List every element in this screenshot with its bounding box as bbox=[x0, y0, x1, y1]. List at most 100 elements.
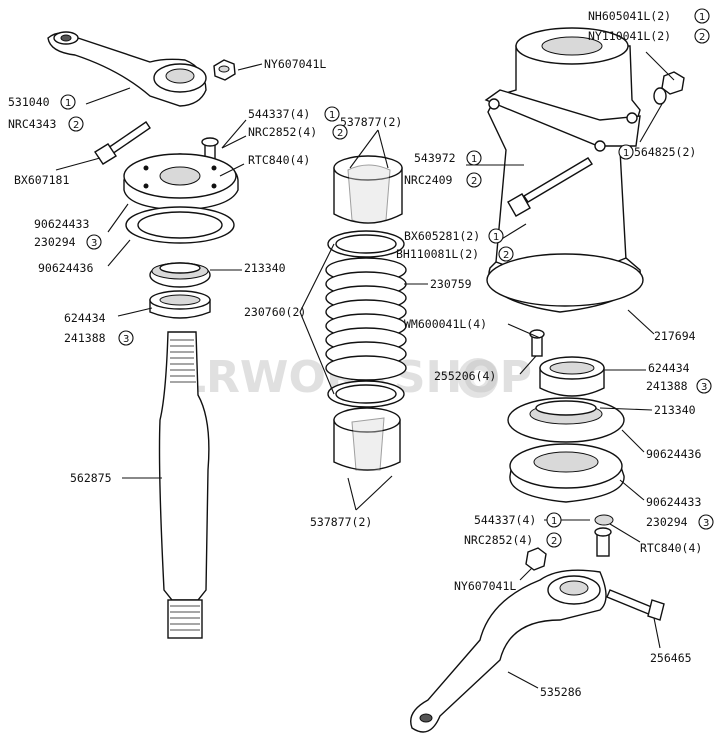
label-255206: 255206(4) bbox=[434, 369, 496, 383]
washer-middle-bottom bbox=[327, 380, 405, 408]
label-217694: 217694 bbox=[654, 329, 696, 343]
svg-text:3: 3 bbox=[703, 518, 709, 529]
label-nh605041l: NH605041L(2) bbox=[588, 9, 671, 23]
leader-lines bbox=[55, 51, 675, 689]
circle-3-241388-right: 3 bbox=[696, 378, 712, 394]
svg-text:1: 1 bbox=[623, 148, 629, 159]
label-bx605281: BX605281(2) bbox=[404, 229, 480, 243]
bolt-bx607181 bbox=[94, 121, 151, 165]
svg-text:1: 1 bbox=[329, 110, 335, 121]
nut-right-top bbox=[653, 71, 685, 105]
circle-1-nh605041l: 1 bbox=[694, 8, 710, 24]
bolt-256465 bbox=[606, 589, 665, 621]
flange-90624433-right bbox=[509, 443, 625, 503]
bush-537877-bottom bbox=[333, 407, 401, 471]
label-537877-bottom: 537877(2) bbox=[310, 515, 372, 529]
bush-624434-right bbox=[539, 356, 605, 397]
label-213340-left: 213340 bbox=[244, 261, 286, 275]
label-90624436-right: 90624436 bbox=[646, 447, 701, 461]
washer-middle-top bbox=[327, 230, 405, 258]
label-564825: 564825(2) bbox=[634, 145, 696, 159]
label-nrc2852-bottom: NRC2852(4) bbox=[464, 533, 533, 547]
circle-1-544337-bottom: 1 bbox=[546, 512, 562, 528]
circled-numbers: 1 2 1 2 1 2 3 3 1 2 1 1 2 3 3 1 2 bbox=[60, 8, 714, 548]
label-nrc2409: NRC2409 bbox=[404, 173, 453, 187]
label-544337-bottom: 544337(4) bbox=[474, 513, 536, 527]
circle-2-ny110041l: 2 bbox=[694, 28, 710, 44]
circle-2-nrc4343: 2 bbox=[68, 116, 84, 132]
svg-text:2: 2 bbox=[503, 250, 509, 261]
spring-230759 bbox=[325, 257, 407, 381]
svg-text:1: 1 bbox=[493, 232, 499, 243]
shaft-562875 bbox=[158, 331, 210, 639]
seal-213340-left bbox=[149, 262, 211, 288]
bush-537877-top bbox=[333, 155, 403, 224]
label-230760: 230760(2) bbox=[244, 305, 306, 319]
svg-text:3: 3 bbox=[91, 238, 97, 249]
bolt-544337-bottom bbox=[594, 514, 614, 557]
label-230294-right: 230294 bbox=[646, 515, 688, 529]
circle-1-531040: 1 bbox=[60, 94, 76, 110]
label-624434-right: 624434 bbox=[648, 361, 690, 375]
label-bx607181: BX607181 bbox=[14, 173, 69, 187]
label-nrc2852-top: NRC2852(4) bbox=[248, 125, 317, 139]
circle-1-564825: 1 bbox=[618, 144, 634, 160]
drop-arm-535286 bbox=[410, 569, 607, 733]
label-wm600041l: WM600041L(4) bbox=[404, 317, 487, 331]
label-241388-left: 241388 bbox=[64, 331, 106, 345]
nut-top-left bbox=[213, 59, 236, 81]
gasket-90624436-left bbox=[125, 206, 235, 244]
svg-text:2: 2 bbox=[337, 128, 343, 139]
drop-arm-top bbox=[47, 31, 207, 107]
flange-90624436-right bbox=[507, 397, 625, 443]
svg-text:1: 1 bbox=[471, 154, 477, 165]
bolt-wm600041l bbox=[529, 329, 545, 357]
label-256465: 256465 bbox=[650, 651, 692, 665]
circle-3-230294-right: 3 bbox=[698, 514, 714, 530]
label-rtc840-bottom: RTC840(4) bbox=[640, 541, 702, 555]
label-535286: 535286 bbox=[540, 685, 582, 699]
circle-2-nrc2852-bottom: 2 bbox=[546, 532, 562, 548]
label-543972: 543972 bbox=[414, 151, 456, 165]
svg-text:2: 2 bbox=[699, 32, 705, 43]
watermark-gear-icon bbox=[458, 358, 498, 398]
housing-543972 bbox=[484, 27, 641, 277]
svg-text:2: 2 bbox=[73, 120, 79, 131]
circle-2-nrc2852-top: 2 bbox=[332, 124, 348, 140]
label-241388-right: 241388 bbox=[646, 379, 688, 393]
label-rtc840-top: RTC840(4) bbox=[248, 153, 310, 167]
label-ny607041l-bottom: NY607041L bbox=[454, 579, 516, 593]
circle-3-241388-left: 3 bbox=[118, 330, 134, 346]
label-624434-left: 624434 bbox=[64, 311, 106, 325]
nut-bottom bbox=[525, 547, 547, 571]
label-537877-top: 537877(2) bbox=[340, 115, 402, 129]
bolt-bx605281 bbox=[507, 157, 593, 217]
gasket-217694 bbox=[486, 253, 644, 313]
svg-text:3: 3 bbox=[701, 382, 707, 393]
circle-2-nrc2409: 2 bbox=[466, 172, 482, 188]
label-90624433-left: 90624433 bbox=[34, 217, 89, 231]
circle-2-bh110081l: 2 bbox=[498, 246, 514, 262]
svg-text:1: 1 bbox=[699, 12, 705, 23]
label-544337-top: 544337(4) bbox=[248, 107, 310, 121]
circle-3-230294-left: 3 bbox=[86, 234, 102, 250]
svg-text:2: 2 bbox=[551, 536, 557, 547]
label-90624436-left: 90624436 bbox=[38, 261, 93, 275]
svg-text:1: 1 bbox=[65, 98, 71, 109]
part-labels: NH605041L(2) NY110041L(2) NY607041L 5310… bbox=[8, 9, 702, 699]
label-nrc4343: NRC4343 bbox=[8, 117, 57, 131]
flange-90624433-left bbox=[123, 153, 239, 211]
label-562875: 562875 bbox=[70, 471, 112, 485]
svg-text:2: 2 bbox=[471, 176, 477, 187]
label-ny607041l-top: NY607041L bbox=[264, 57, 326, 71]
svg-text:1: 1 bbox=[551, 516, 557, 527]
label-230294-left: 230294 bbox=[34, 235, 76, 249]
label-ny110041l: NY110041L(2) bbox=[588, 29, 671, 43]
circle-1-bx605281: 1 bbox=[488, 228, 504, 244]
label-213340-right: 213340 bbox=[654, 403, 696, 417]
label-230759: 230759 bbox=[430, 277, 472, 291]
bush-624434-left bbox=[149, 290, 211, 319]
circle-1-544337-top: 1 bbox=[324, 106, 340, 122]
